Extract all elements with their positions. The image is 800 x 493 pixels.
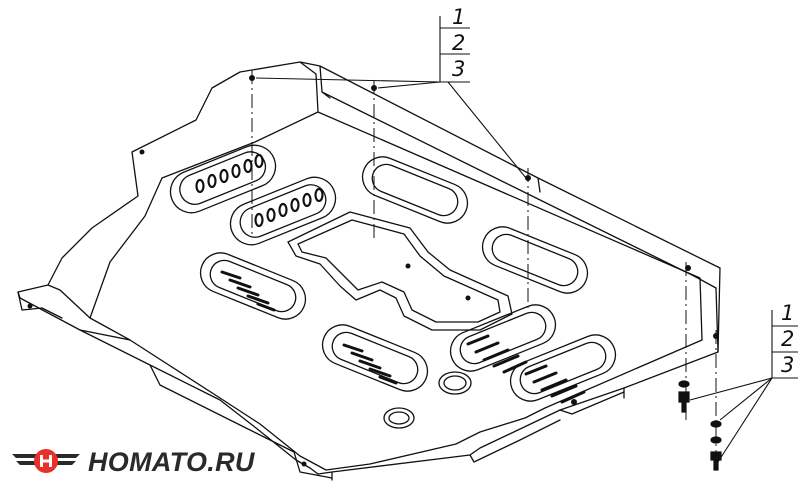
louver-slots-diagonal [220,270,586,404]
callout-right-3: 3 [781,353,794,377]
drain-hole [383,407,415,429]
callout-right-2: 2 [781,327,794,351]
fastener-stack [678,380,722,471]
vent-slot [509,334,617,402]
callout-top-1: 1 [452,5,465,29]
wings-logo-icon [12,449,80,473]
vent-slot [481,226,589,294]
vent-slot [331,331,419,385]
stiffener-channel [287,211,513,331]
mounting-holes [27,75,719,467]
vent-slot [519,341,607,395]
left-flange [47,284,91,319]
vent-slot [371,163,459,217]
vent-slot [199,252,307,320]
vent-slot [449,304,557,372]
drain-hole-inner [388,411,410,425]
logo-text: HOMATO.RU [88,446,255,477]
louver-slits [195,153,324,228]
vent-slot [209,259,297,313]
drain-hole [438,371,472,395]
vent-slot-group [169,144,617,402]
drain-hole-inner [443,375,467,391]
callout-top-2: 2 [452,31,465,55]
brand-logo[interactable]: HOMATO.RU [10,440,255,484]
callout-top-3: 3 [452,57,465,81]
callout-right-1: 1 [781,301,794,325]
vent-slot [361,156,469,224]
vent-slot [321,324,429,392]
vent-slot [491,233,579,287]
front-flange [149,364,333,479]
vent-slot [169,144,277,214]
vent-slot [229,176,337,246]
vent-slot [239,184,327,238]
plate-inner-panel [89,111,703,471]
centerlines [251,70,717,464]
rear-lip [299,61,319,113]
plate-outline [17,61,721,475]
vent-slot [179,151,267,205]
leader-lines [255,16,798,463]
